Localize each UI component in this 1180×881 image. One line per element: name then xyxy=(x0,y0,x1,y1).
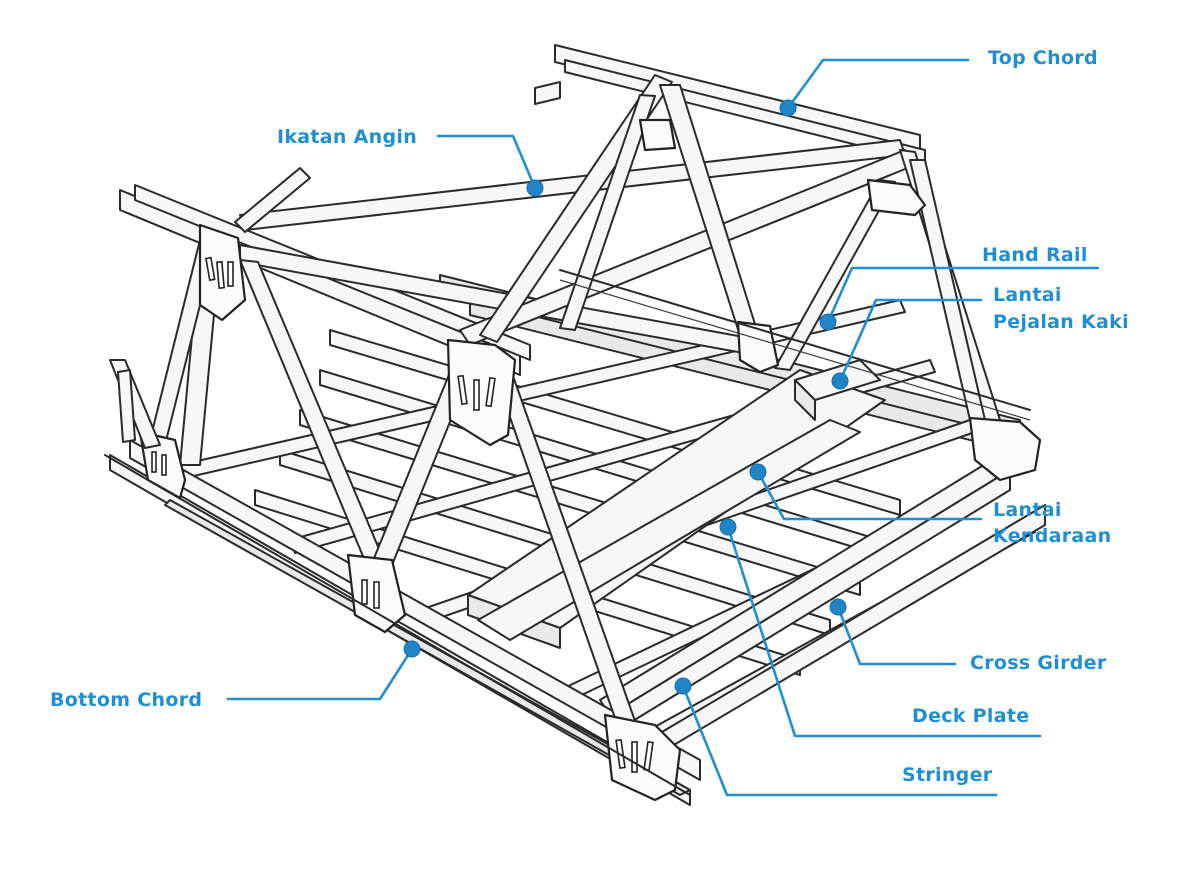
gusset-plates xyxy=(138,118,1042,802)
callout-lantai-pejalan-kaki: Lantai Pejalan Kaki xyxy=(831,284,1129,390)
gusset-plate xyxy=(346,553,407,634)
leader-line xyxy=(756,470,983,521)
gusset-plate xyxy=(736,320,780,374)
label-top-chord: Top Chord xyxy=(988,47,1098,69)
leader-line xyxy=(826,266,1100,324)
label-lantai-kendaraan-line1: Lantai xyxy=(993,499,1062,521)
misc-members xyxy=(104,359,691,796)
marker-dot xyxy=(403,640,421,658)
callout-top-chord: Top Chord xyxy=(779,47,1098,117)
callout-lantai-kendaraan: Lantai Kendaraan xyxy=(749,463,1111,547)
label-lantai-pejalan-kaki-line1: Lantai xyxy=(993,284,1062,306)
label-stringer: Stringer xyxy=(902,764,993,786)
label-hand-rail: Hand Rail xyxy=(982,244,1088,266)
marker-dot xyxy=(674,677,692,695)
gusset-plate xyxy=(638,118,677,152)
callout-bottom-chord: Bottom Chord xyxy=(50,640,421,711)
bridge-truss-illustration xyxy=(104,44,1046,806)
callout-cross-girder: Cross Girder xyxy=(829,598,1107,674)
marker-dot xyxy=(719,518,737,536)
marker-dot xyxy=(819,313,837,331)
gusset-plate xyxy=(198,223,247,322)
leader-line xyxy=(226,647,414,701)
label-ikatan-angin: Ikatan Angin xyxy=(277,126,417,148)
label-bottom-chord: Bottom Chord xyxy=(50,689,202,711)
gusset-plate xyxy=(968,416,1042,482)
label-deck-plate: Deck Plate xyxy=(912,705,1029,727)
label-cross-girder: Cross Girder xyxy=(970,652,1107,674)
marker-dot xyxy=(779,99,797,117)
gusset-plate xyxy=(446,338,517,447)
leader-line xyxy=(726,525,1042,738)
callout-deck-plate: Deck Plate xyxy=(719,518,1042,738)
label-lantai-kendaraan-line2: Kendaraan xyxy=(993,525,1111,547)
marker-dot xyxy=(831,372,849,390)
callout-ikatan-angin: Ikatan Angin xyxy=(277,126,544,197)
leader-line xyxy=(836,605,957,666)
leader-line xyxy=(681,684,998,797)
hand-rail xyxy=(559,269,1031,421)
marker-dot xyxy=(526,179,544,197)
marker-dot xyxy=(829,598,847,616)
leader-line xyxy=(786,58,970,110)
callout-hand-rail: Hand Rail xyxy=(819,244,1100,331)
callouts: Top Chord Ikatan Angin Hand Rail Lantai … xyxy=(50,47,1129,797)
marker-dot xyxy=(749,463,767,481)
gusset-plate xyxy=(866,178,927,217)
leader-line xyxy=(838,298,983,383)
leader-line xyxy=(436,134,537,190)
label-lantai-pejalan-kaki-line2: Pejalan Kaki xyxy=(993,311,1129,333)
callout-stringer: Stringer xyxy=(674,677,998,797)
far-truss-members xyxy=(559,84,1001,423)
deck-plate xyxy=(467,369,886,649)
